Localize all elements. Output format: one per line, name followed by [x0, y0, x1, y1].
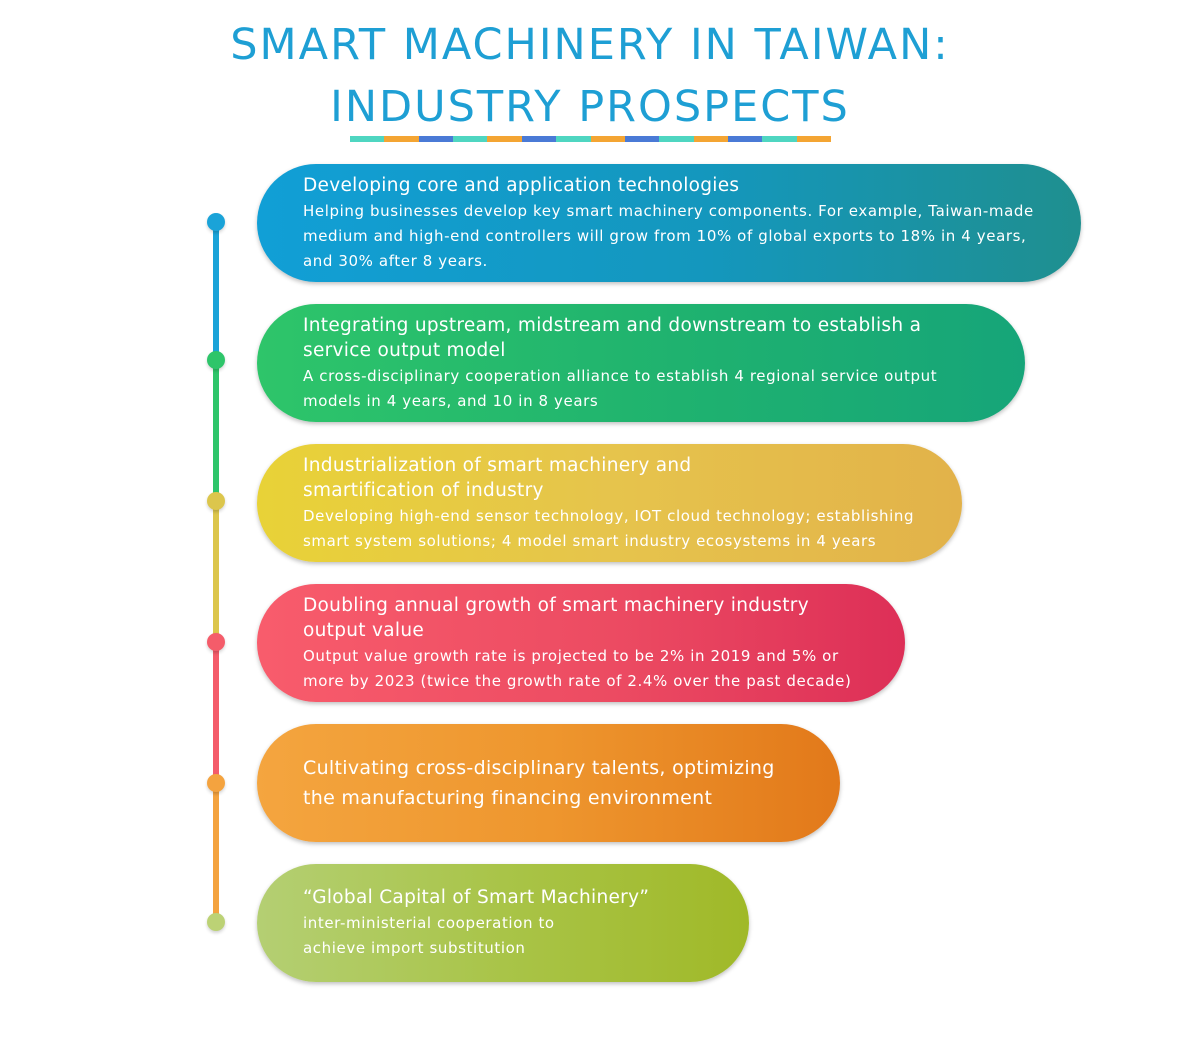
timeline-dot-6 [207, 913, 225, 931]
card-heading-line: output value [303, 619, 425, 641]
card-body-line: medium and high-end controllers will gro… [303, 226, 1027, 245]
prospect-card-global-capital: “Global Capital of Smart Machinery” inte… [257, 864, 749, 982]
card-heading-line: Cultivating cross-disciplinary talents, … [303, 757, 775, 779]
card-body-line: models in 4 years, and 10 in 8 years [303, 391, 599, 410]
card-body-line: and 30% after 8 years. [303, 251, 488, 270]
card-body: Output value growth rate is projected to… [303, 644, 865, 694]
card-heading-line: Integrating upstream, midstream and down… [303, 314, 922, 336]
card-body-line: inter-ministerial cooperation to [303, 914, 555, 932]
page-title-line-1: SMART MACHINERY IN TAIWAN: [230, 20, 950, 70]
card-heading: Doubling annual growth of smart machiner… [303, 593, 865, 643]
timeline-segment-3 [213, 501, 219, 642]
card-body-line: Helping businesses develop key smart mac… [303, 201, 1034, 220]
timeline-dot-3 [207, 492, 225, 510]
card-heading-line: smartification of industry [303, 479, 544, 501]
card-body-line: achieve import substitution [303, 939, 526, 957]
card-heading-line: Industrialization of smart machinery and [303, 454, 692, 476]
card-heading: “Global Capital of Smart Machinery” [303, 887, 650, 908]
card-body-line: A cross-disciplinary cooperation allianc… [303, 366, 938, 385]
card-heading-line: the manufacturing financing environment [303, 787, 713, 809]
card-body: Helping businesses develop key smart mac… [303, 199, 1041, 274]
page-title-line-2: INDUSTRY PROSPECTS [330, 82, 850, 132]
card-heading: Integrating upstream, midstream and down… [303, 313, 985, 363]
timeline-dot-5 [207, 774, 225, 792]
card-body-line: more by 2023 (twice the growth rate of 2… [303, 671, 852, 690]
card-heading-line: Doubling annual growth of smart machiner… [303, 594, 809, 616]
timeline-segment-2 [213, 360, 219, 501]
card-body-line: Output value growth rate is projected to… [303, 646, 839, 665]
timeline-segment-4 [213, 642, 219, 783]
title-underline [350, 136, 832, 142]
card-heading-line: service output model [303, 339, 506, 361]
timeline-dot-1 [207, 213, 225, 231]
card-heading: Cultivating cross-disciplinary talents, … [303, 753, 800, 813]
card-body: inter-ministerial cooperation to achieve… [303, 911, 709, 961]
card-body-line: Developing high-end sensor technology, I… [303, 506, 915, 525]
card-heading: Developing core and application technolo… [303, 174, 740, 196]
timeline-segment-5 [213, 783, 219, 922]
card-body-line: smart system solutions; 4 model smart in… [303, 531, 877, 550]
card-body: A cross-disciplinary cooperation allianc… [303, 364, 985, 414]
card-heading: Industrialization of smart machinery and… [303, 453, 922, 503]
card-body: Developing high-end sensor technology, I… [303, 504, 922, 554]
timeline-dot-2 [207, 351, 225, 369]
prospect-card-industrialization: Industrialization of smart machinery and… [257, 444, 962, 562]
prospect-card-output-growth: Doubling annual growth of smart machiner… [257, 584, 905, 702]
timeline-dot-4 [207, 633, 225, 651]
prospect-card-core-technologies: Developing core and application technolo… [257, 164, 1081, 282]
timeline-segment-1 [213, 222, 219, 360]
prospect-card-service-output-model: Integrating upstream, midstream and down… [257, 304, 1025, 422]
prospect-card-talents-financing: Cultivating cross-disciplinary talents, … [257, 724, 840, 842]
